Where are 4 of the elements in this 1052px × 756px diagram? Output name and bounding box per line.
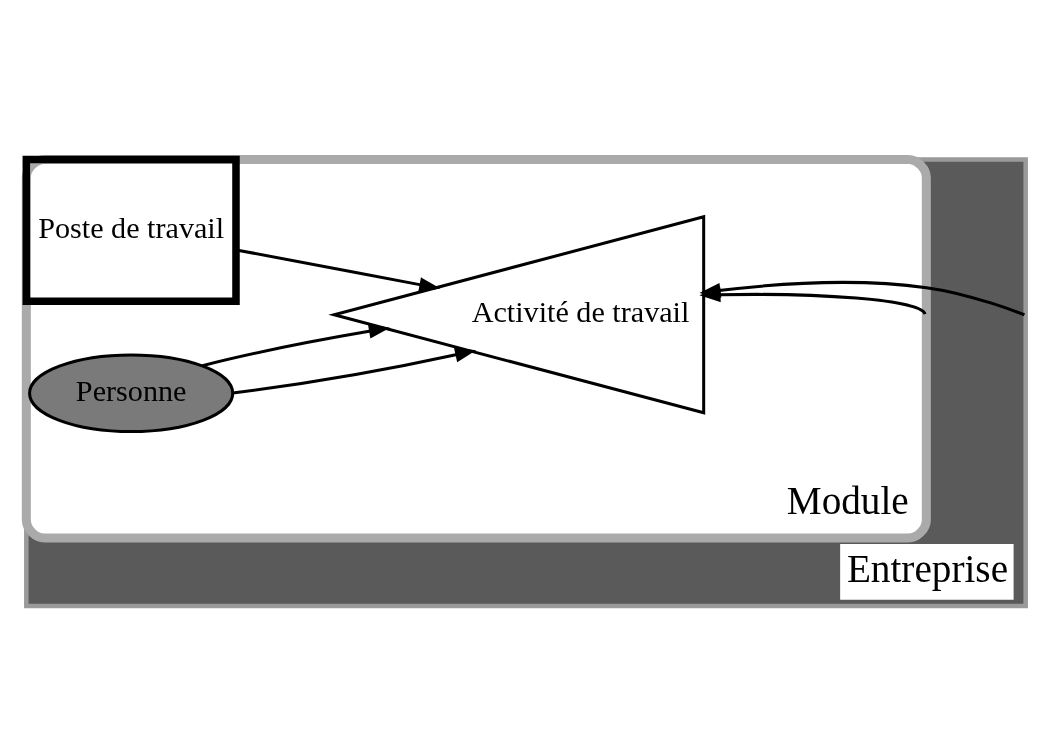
- arrow: [232, 347, 477, 395]
- node-box: Poste de travail: [22, 155, 240, 305]
- arrow: [202, 324, 391, 368]
- node-ellipse: Personne: [28, 353, 235, 434]
